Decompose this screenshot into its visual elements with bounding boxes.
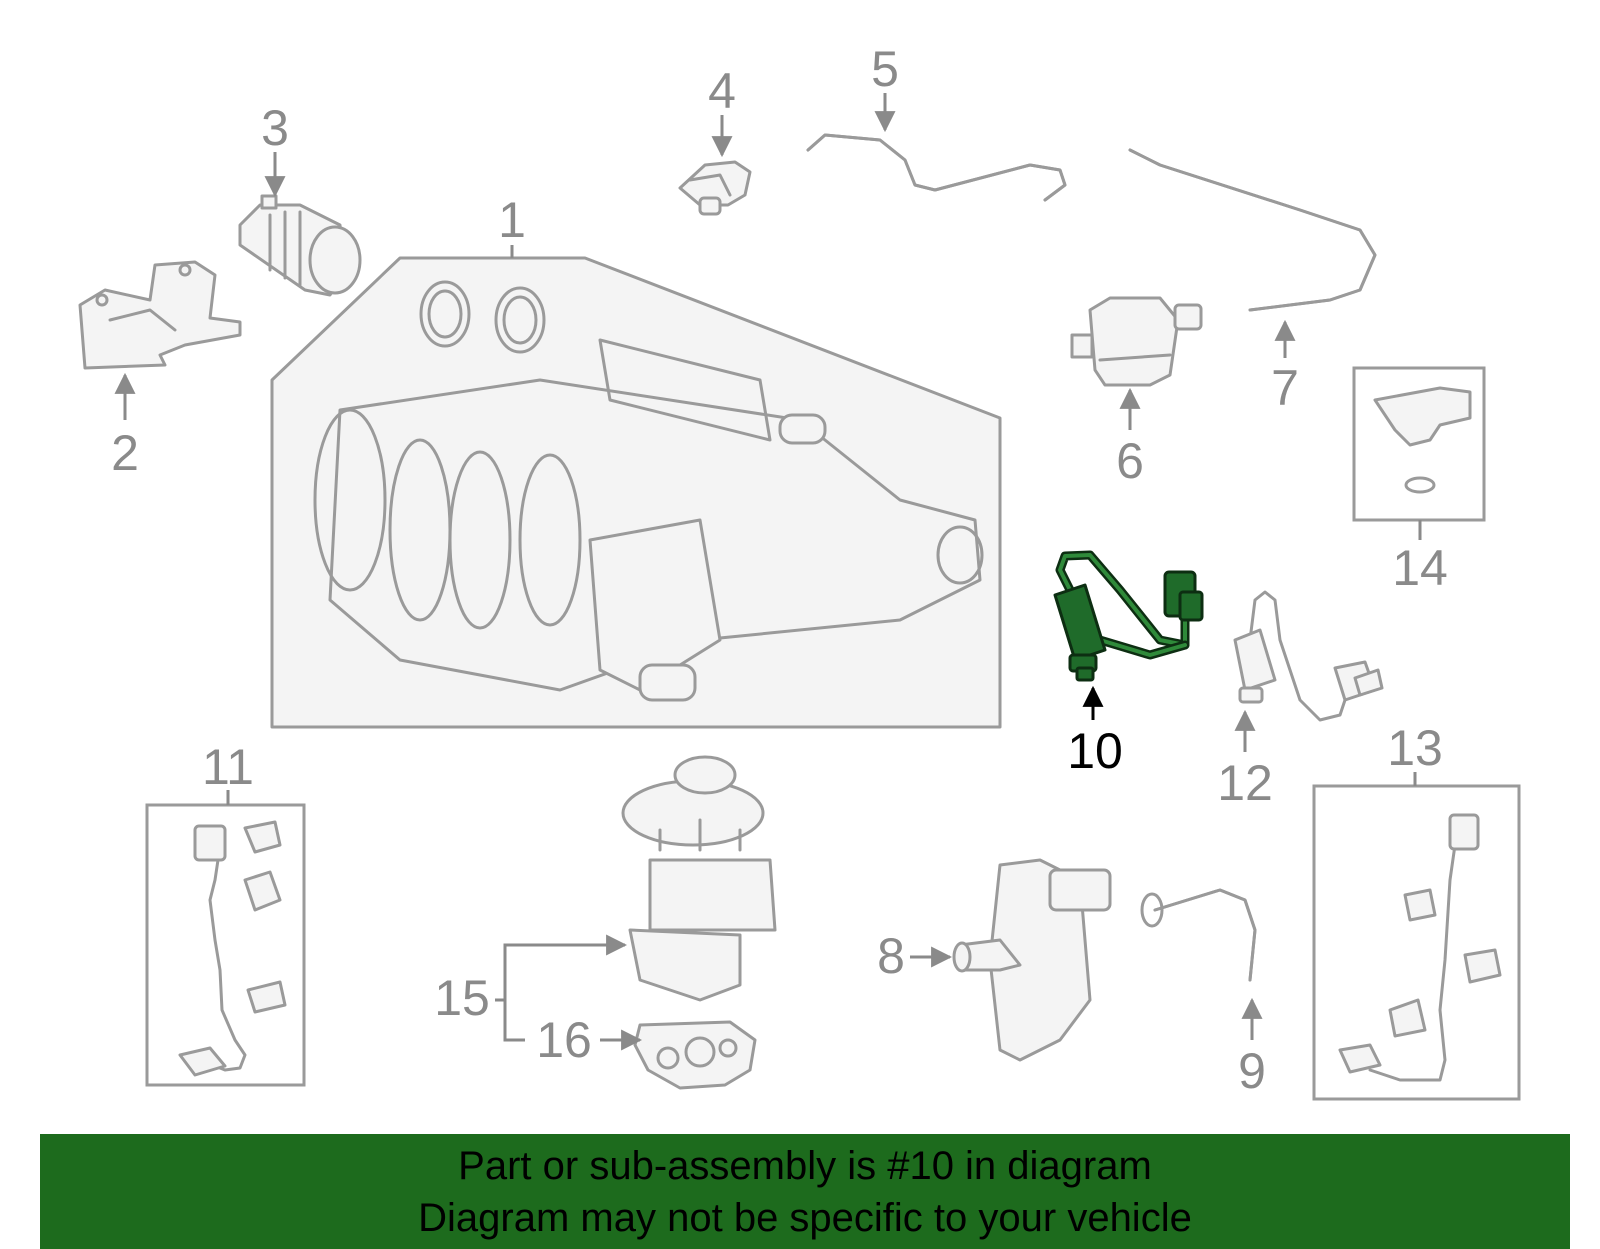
callout-13: 13 (1387, 720, 1443, 776)
leader-15 (495, 934, 628, 1002)
part-16-gasket[interactable] (633, 1020, 757, 1090)
part-11-box (145, 803, 306, 1087)
callout-3: 3 (261, 100, 289, 156)
part-3-filter[interactable] (238, 194, 362, 297)
callout-15: 15 (434, 970, 490, 1026)
callout-14: 14 (1392, 540, 1448, 596)
callout-12: 12 (1217, 755, 1273, 811)
part-2-bracket[interactable] (78, 260, 242, 370)
callout-1: 1 (498, 192, 526, 248)
callout-2: 2 (111, 425, 139, 481)
part-11-sensor-kit[interactable] (178, 820, 287, 1077)
banner-line-1: Part or sub-assembly is #10 in diagram (458, 1144, 1152, 1188)
part-5-hose[interactable] (806, 133, 1067, 202)
part-13-sensor-kit[interactable] (1338, 813, 1502, 1082)
callout-9: 9 (1238, 1043, 1266, 1099)
callout-8: 8 (877, 928, 905, 984)
callout-4: 4 (708, 63, 736, 119)
callout-6: 6 (1116, 433, 1144, 489)
part-9-hose[interactable] (1140, 888, 1257, 982)
callout-11: 11 (202, 739, 254, 795)
callout-5: 5 (871, 41, 899, 97)
part-6-valve[interactable] (1070, 296, 1203, 387)
part-12-sensor[interactable] (1233, 590, 1384, 722)
part-7-hose[interactable] (1128, 148, 1377, 312)
info-banner: Part or sub-assembly is #10 in diagram D… (40, 1134, 1570, 1249)
callout-10: 10 (1067, 723, 1123, 779)
part-1-canister[interactable] (270, 256, 1002, 729)
part-8-purge-valve[interactable] (952, 858, 1112, 1062)
part-10-oxygen-sensor[interactable] (1053, 550, 1204, 682)
part-14-sensor[interactable] (1373, 386, 1472, 494)
part-15-egr-valve[interactable] (621, 755, 777, 1002)
callout-16: 16 (536, 1012, 592, 1068)
part-4-sensor[interactable] (678, 160, 752, 216)
banner-line-2: Diagram may not be specific to your vehi… (418, 1196, 1192, 1240)
callout-7: 7 (1271, 360, 1299, 416)
leader-16-bracket (503, 1000, 525, 1042)
